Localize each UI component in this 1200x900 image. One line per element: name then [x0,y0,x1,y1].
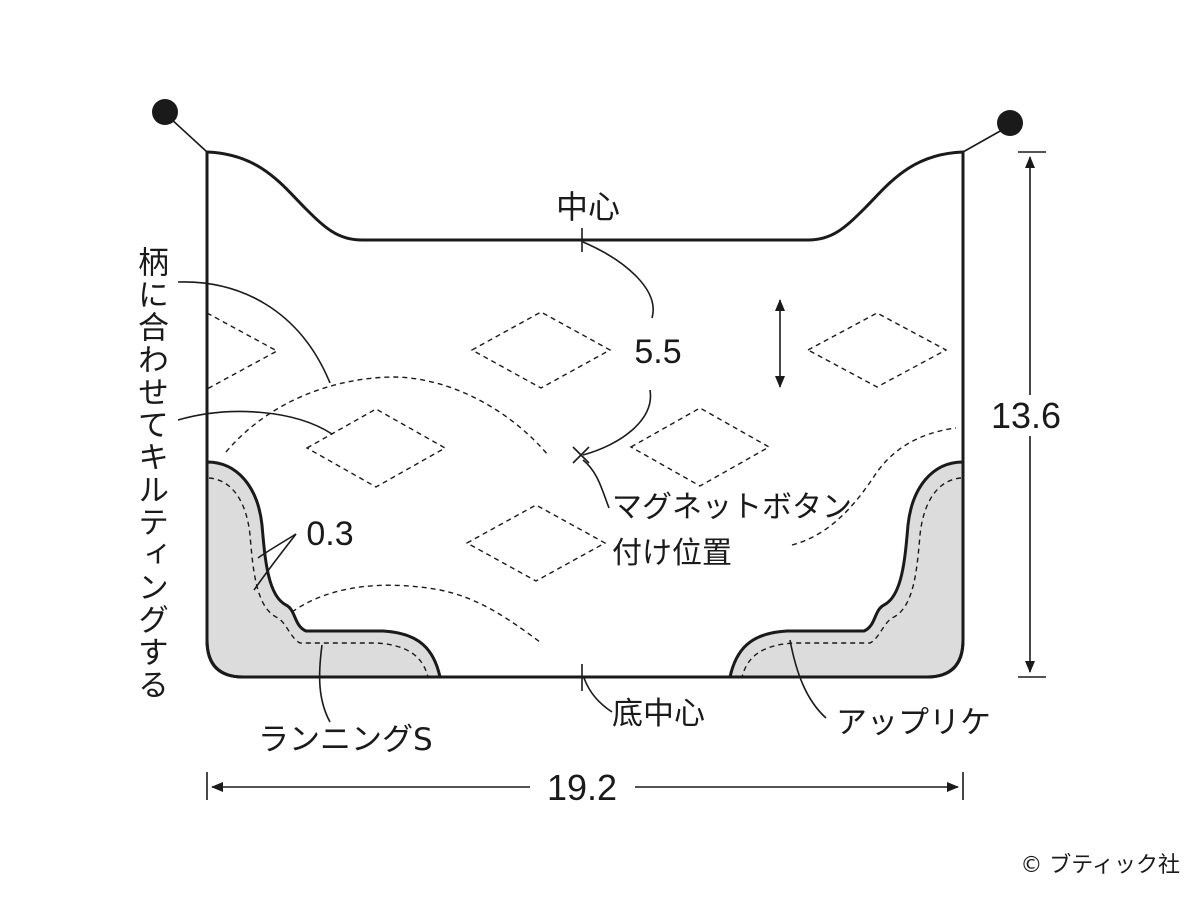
leader-running [318,644,331,723]
label-center-top: 中心 [556,188,620,226]
label-0-3: 0.3 [306,515,353,553]
running-stitch-right [741,477,962,678]
label-copyright: © ブティック社 [1020,853,1180,878]
wave-lower [291,584,541,643]
leader-5-5-top [582,241,654,319]
leader-0-3-lower [253,533,297,591]
leader-5-5-bottom [582,389,652,456]
corner-dot-right-leader [962,129,1003,153]
diamond-1 [206,312,279,390]
bag-outline [205,150,965,679]
leader-0-3-upper [257,533,297,559]
leader-magnet [582,459,610,509]
corner-dot-left-leader [169,117,208,153]
diamond-6 [465,504,607,582]
label-width: 19.2 [547,767,617,808]
label-running-stitch: ランニングS [258,722,433,758]
label-applique: アップリケ [836,705,991,741]
leader-quilt-1 [177,281,331,384]
width-dimension [206,772,964,800]
quilting-diamonds [206,311,948,582]
diamond-4 [305,408,447,488]
leader-quilt-2 [177,410,333,435]
label-height: 13.6 [991,395,1061,436]
diamond-5 [629,407,771,487]
diamond-2 [470,311,612,389]
quilting-waves [225,376,957,643]
diamond-3 [806,312,948,388]
label-bottom-center: 底中心 [612,696,705,732]
running-stitch-left [208,477,429,678]
label-5-5: 5.5 [634,333,681,371]
applique-left [205,460,442,679]
corner-dot-right [997,110,1023,136]
leader-bottom-center [583,677,613,713]
leader-applique [789,639,827,719]
height-dimension [1018,151,1046,678]
label-magnet-line1: マグネットボタン [612,490,852,525]
magnet-position-mark [572,446,590,464]
label-magnet-line2: 付け位置 [612,536,732,571]
label-quilt-note: 柄に合わせてキルティングする [132,246,168,701]
wave-right [791,427,957,546]
